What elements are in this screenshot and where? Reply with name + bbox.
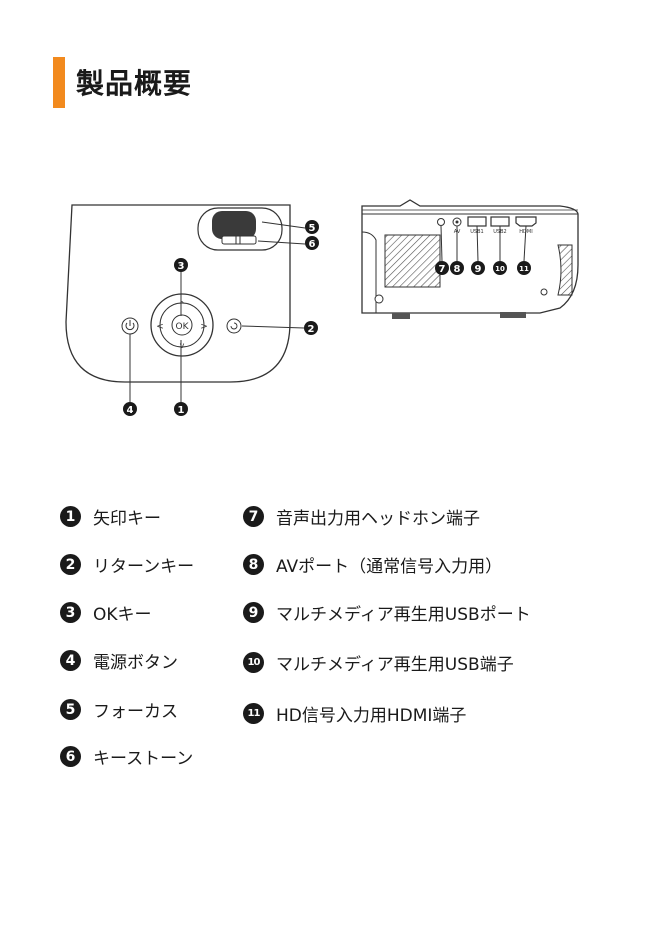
legend-item-2: 2 リターンキー [60,552,194,577]
legend-item-10: 10 マルチメディア再生用USB端子 [243,650,514,675]
legend-label: AVポート（通常信号入力用） [276,552,502,577]
legend-number: 2 [60,554,81,575]
legend-item-8: 8 AVポート（通常信号入力用） [243,552,502,577]
legend-label: 音声出力用ヘッドホン端子 [276,504,480,529]
legend-item-7: 7 音声出力用ヘッドホン端子 [243,504,480,529]
legend-label: マルチメディア再生用USBポート [276,600,531,625]
legend-item-4: 4 電源ボタン [60,648,178,673]
legend-label: 矢印キー [93,504,161,529]
legend-item-11: 11 HD信号入力用HDMI端子 [243,701,466,726]
legend-item-5: 5 フォーカス [60,697,178,722]
legend-number: 11 [243,703,264,724]
legend-label: OKキー [93,600,152,625]
legend-item-6: 6 キーストーン [60,744,193,769]
legend-number: 6 [60,746,81,767]
legend-item-9: 9 マルチメディア再生用USBポート [243,600,531,625]
legend-label: マルチメディア再生用USB端子 [276,650,514,675]
legend-number: 3 [60,602,81,623]
legend-number: 7 [243,506,264,527]
legend-number: 10 [243,652,264,673]
legend-item-1: 1 矢印キー [60,504,161,529]
legend-label: 電源ボタン [93,648,178,673]
legend-item-3: 3 OKキー [60,600,152,625]
legend-number: 4 [60,650,81,671]
legend-label: キーストーン [93,744,193,769]
legend-label: フォーカス [93,697,178,722]
legend-number: 5 [60,699,81,720]
legend-number: 1 [60,506,81,527]
legend-number: 8 [243,554,264,575]
legend-number: 9 [243,602,264,623]
legend-label: HD信号入力用HDMI端子 [276,701,466,726]
legend-label: リターンキー [93,552,194,577]
